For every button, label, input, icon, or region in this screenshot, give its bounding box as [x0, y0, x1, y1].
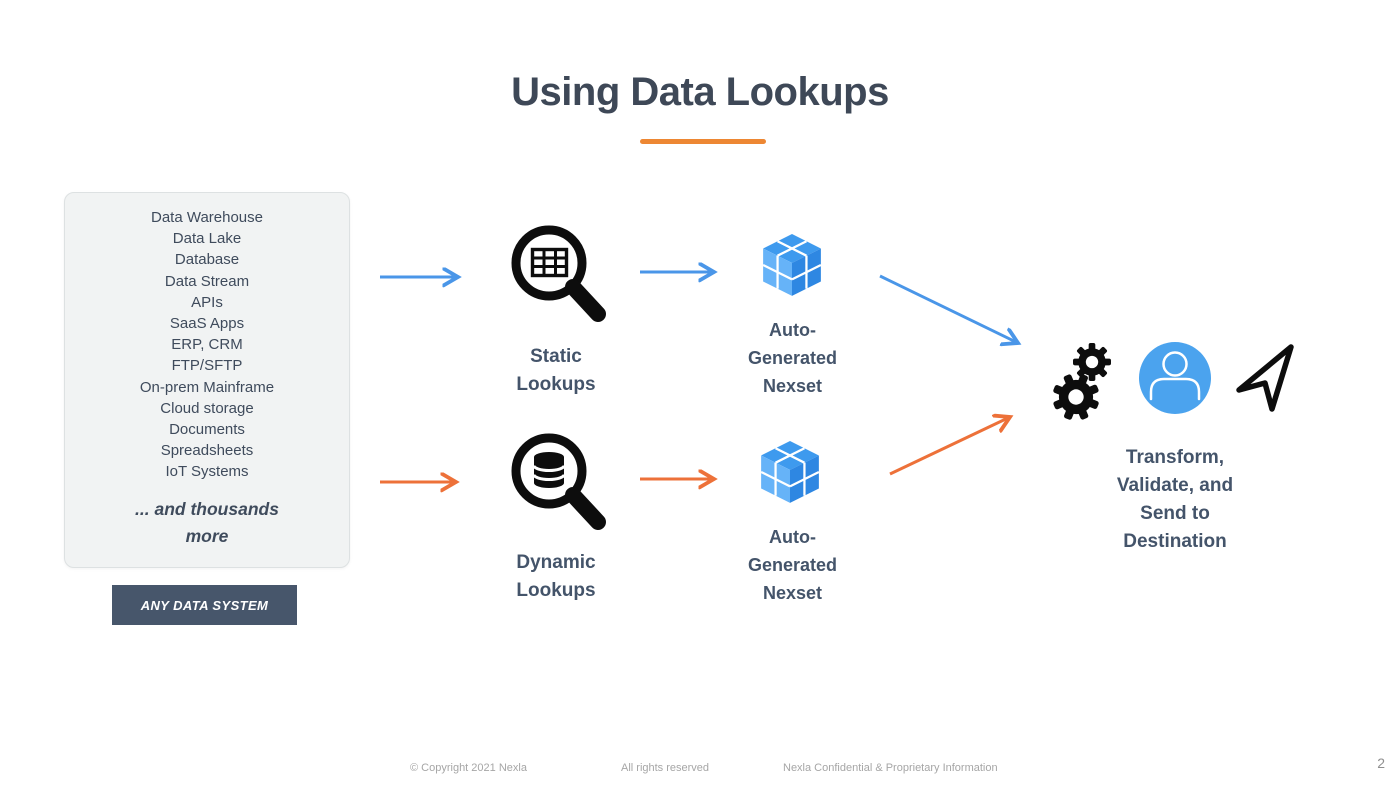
page-number: 2 — [1377, 755, 1385, 771]
footer-copyright: © Copyright 2021 Nexla — [410, 762, 527, 774]
list-item: Data Stream — [164, 272, 250, 290]
send-plane-icon — [1236, 344, 1294, 412]
list-item: Database — [174, 251, 240, 269]
page-title: Using Data Lookups — [511, 70, 889, 114]
list-item: APIs — [191, 293, 223, 311]
footer-rights: All rights reserved — [621, 762, 710, 774]
arrow-nexset-to-destination-blue — [879, 274, 1018, 343]
list-item: Documents — [169, 421, 245, 439]
list-item: ERP, CRM — [171, 336, 243, 354]
any-data-system-badge: ANY DATA SYSTEM — [112, 585, 297, 625]
list-item: FTP/SFTP — [171, 357, 243, 375]
nexset-cube-icon — [760, 441, 820, 503]
magnifier-table-icon — [511, 225, 606, 322]
list-item: On-prem Mainframe — [139, 378, 275, 396]
user-avatar-icon — [1139, 342, 1211, 414]
source-systems-panel: Data Warehouse Data Lake Database Data S… — [64, 192, 350, 568]
nexset-label-static: Auto- Generated Nexset — [747, 320, 838, 396]
magnifier-database-icon — [511, 433, 606, 530]
nexset-label-dynamic: Auto- Generated Nexset — [747, 527, 838, 603]
list-item: Spreadsheets — [160, 442, 254, 460]
list-item: IoT Systems — [165, 463, 249, 481]
list-item: Data Warehouse — [150, 209, 263, 226]
thousands-more-note: ... and thousands more — [135, 498, 279, 546]
arrow-nexset-to-destination-orange — [889, 417, 1010, 476]
static-lookups-label: Static Lookups — [516, 346, 596, 395]
nexset-cube-icon — [762, 234, 822, 296]
list-item: SaaS Apps — [169, 315, 245, 333]
title-underline — [640, 139, 766, 144]
list-item: Data Lake — [172, 230, 242, 248]
footer-confidential: Nexla Confidential & Proprietary Informa… — [783, 762, 998, 774]
list-item: Cloud storage — [160, 399, 254, 417]
source-systems-list: Data Warehouse Data Lake Database Data S… — [65, 193, 349, 483]
destination-label: Transform, Validate, and Send to Destina… — [1116, 447, 1234, 552]
gears-icon — [1048, 343, 1111, 426]
dynamic-lookups-label: Dynamic Lookups — [516, 552, 596, 601]
